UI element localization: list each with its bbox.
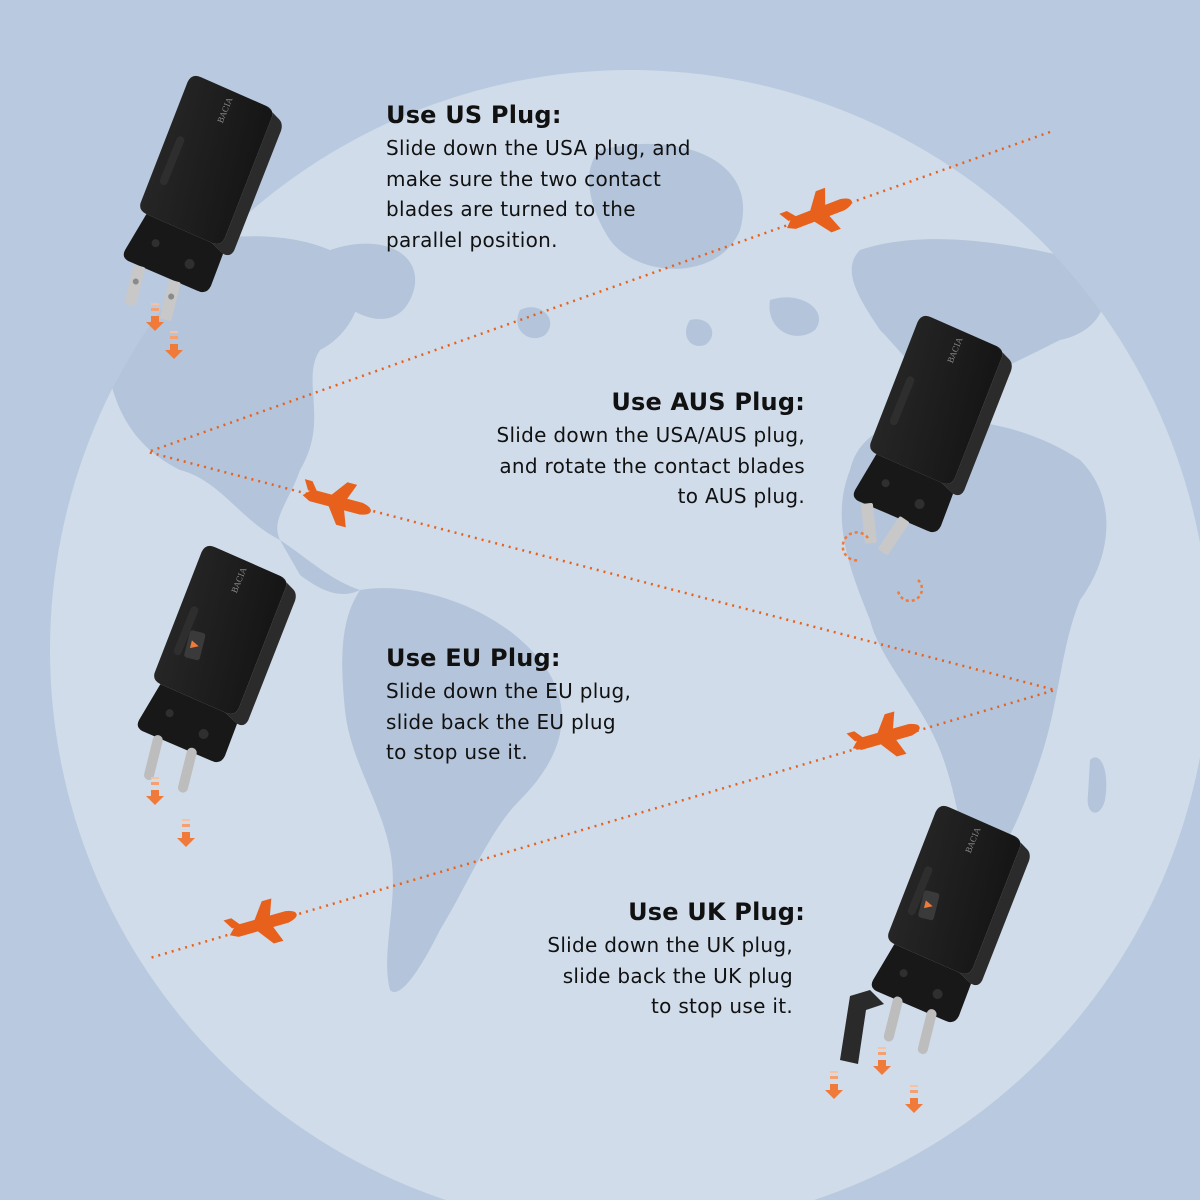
uk-ground-pin-icon	[840, 990, 884, 1064]
plug-adapter-icon	[133, 539, 304, 793]
plug-adapter-icon	[867, 799, 1038, 1055]
rotate-arrow-icon	[841, 531, 870, 562]
eu-plug-instructions: Use EU Plug: Slide down the EU plug, sli…	[386, 644, 716, 768]
eu-plug-title: Use EU Plug:	[386, 644, 561, 672]
aus-plug-instructions: Use AUS Plug: Slide down the USA/AUS plu…	[430, 388, 805, 512]
uk-plug-text: Slide down the UK plug, slide back the U…	[547, 933, 793, 1018]
uk-plug-instructions: Use UK Plug: Slide down the UK plug, sli…	[480, 898, 805, 1022]
uk-plug-title: Use UK Plug:	[628, 898, 805, 926]
plug-adapter-icon	[849, 309, 1020, 555]
aus-plug-text: Slide down the USA/AUS plug, and rotate …	[496, 423, 805, 508]
us-plug-title: Use US Plug:	[386, 101, 562, 129]
flight-route	[143, 130, 1060, 960]
eu-plug-text: Slide down the EU plug, slide back the E…	[386, 679, 632, 764]
us-plug-text: Slide down the USA plug, and make sure t…	[386, 136, 691, 252]
us-plug-instructions: Use US Plug: Slide down the USA plug, an…	[386, 101, 766, 255]
plug-adapter-icon	[119, 69, 290, 321]
aus-plug-title: Use AUS Plug:	[611, 388, 805, 416]
